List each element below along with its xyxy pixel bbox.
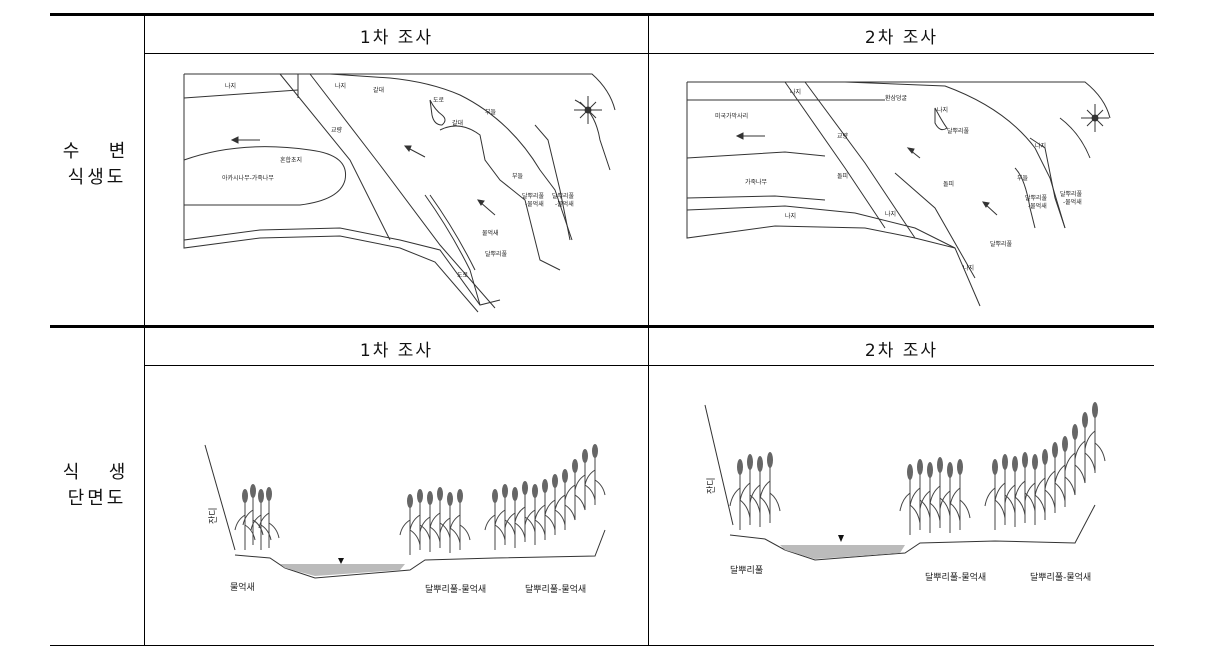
map-label: 달뿌리풀 — [485, 250, 508, 258]
section-label-bank: 잔디 — [706, 477, 717, 494]
map-outline — [184, 73, 616, 111]
section-label-right: 달뿌리풀-물억새 — [1030, 571, 1091, 583]
map-label: 나지 — [225, 82, 236, 90]
map-label: 미국가막사리 — [715, 112, 748, 120]
left-bank-reeds — [204, 444, 280, 551]
map-label: 달뿌리풀 — [1060, 190, 1083, 198]
section-label-bank: 잔디 — [208, 507, 219, 524]
map-label: 달뿌리풀 — [990, 240, 1013, 248]
header-row-divider-1 — [144, 53, 1154, 54]
row-label-line2: 식생도 — [67, 167, 127, 188]
table-bottom-border — [50, 645, 1154, 646]
map-label: 환삼덩굴 — [885, 94, 908, 102]
vegetation-map-survey-1: 나지 나지 갈대 도로 부들 갈대 교량 혼합초지 아카시나무-가죽나무 부들 … — [183, 73, 616, 313]
map-label: 나지 — [937, 106, 948, 114]
map-label: 갈대 — [373, 86, 384, 94]
map-label: 나지 — [885, 210, 896, 218]
vegetation-section-survey-1: 물억새 달뿌리풀-물억새 달뿌리풀-물억새 잔디 — [204, 443, 606, 595]
map-label: 달뿌리풀 — [947, 127, 970, 135]
row-label-line2: 단면도 — [67, 488, 127, 509]
row-divider — [50, 325, 1154, 328]
row-label-line1: 식 생 — [62, 462, 132, 483]
map-label: 부들 — [1017, 175, 1029, 182]
map-label: -물억새 — [525, 200, 544, 208]
row-label-line1: 수 변 — [62, 141, 132, 162]
mid-reeds — [899, 456, 971, 536]
mid-reeds — [399, 486, 471, 556]
water-body — [280, 564, 405, 576]
map-label: -물억새 — [1028, 202, 1047, 210]
right-reeds — [484, 443, 606, 551]
vegetation-section-survey-2: 달뿌리풀 달뿌리풀-물억새 달뿌리풀-물억새 잔디 — [704, 401, 1106, 583]
left-bank-reeds — [729, 451, 781, 531]
channel-profile — [234, 529, 606, 579]
vegetation-map-survey-2: 나지 환삼덩굴 나지 미국가막사리 교량 달뿌리풀 나지 가죽나무 돌피 돌피 … — [686, 81, 1111, 307]
section-label-mid: 달뿌리풀-물억새 — [925, 571, 986, 583]
map-label: 부들 — [485, 109, 497, 116]
map-label: 달뿌리풀 — [1025, 194, 1048, 202]
section-label-mid: 달뿌리풀-물억새 — [425, 583, 486, 595]
compass-rose-icon — [574, 96, 602, 124]
column-divider-1 — [144, 15, 145, 646]
map-label: 달뿌리풀 — [522, 192, 545, 200]
map-label: 갈대 — [452, 119, 463, 127]
section-label-right: 달뿌리풀-물억새 — [525, 583, 586, 595]
map-label: -물억새 — [1063, 198, 1082, 206]
header-survey-1-top: 1차 조사 — [359, 28, 434, 48]
map-label: 교량 — [837, 133, 849, 140]
map-label: 도로 — [457, 272, 469, 279]
map-label: 혼합초지 — [280, 156, 302, 164]
header-survey-2-top: 2차 조사 — [864, 28, 939, 48]
map-label: 돌피 — [943, 180, 954, 188]
header-row-divider-2 — [144, 365, 1154, 366]
map-label: 물억새 — [482, 229, 499, 237]
map-label: 아카시나무-가죽나무 — [222, 174, 274, 182]
table-top-border — [50, 13, 1154, 16]
map-label: 교량 — [331, 127, 343, 134]
header-survey-1-bottom: 1차 조사 — [359, 341, 434, 361]
section-label-left: 달뿌리풀 — [730, 564, 763, 576]
map-label: 나지 — [1035, 142, 1046, 150]
map-label: 나지 — [963, 264, 974, 272]
water-body — [780, 545, 905, 559]
map-label: 나지 — [790, 88, 801, 96]
map-label: 돌피 — [837, 172, 848, 180]
row-label-vegetation-section: 식 생 단면도 — [50, 460, 144, 512]
compass-rose-icon — [1081, 104, 1109, 132]
section-label-left: 물억새 — [230, 581, 255, 593]
column-divider-2 — [648, 15, 649, 646]
map-label: 가죽나무 — [745, 178, 768, 186]
channel-profile — [729, 504, 1096, 561]
map-label: 도로 — [433, 97, 445, 104]
water-level-icon — [338, 558, 344, 564]
map-label: 나지 — [785, 212, 796, 220]
row-label-riparian-map: 수 변 식생도 — [50, 139, 144, 191]
map-label: -물억새 — [555, 200, 574, 208]
map-label: 부들 — [512, 173, 524, 180]
header-survey-2-bottom: 2차 조사 — [864, 341, 939, 361]
water-level-icon — [838, 535, 844, 542]
right-reeds — [984, 401, 1106, 531]
map-label: 달뿌리풀 — [552, 192, 575, 200]
map-label: 나지 — [335, 82, 346, 90]
